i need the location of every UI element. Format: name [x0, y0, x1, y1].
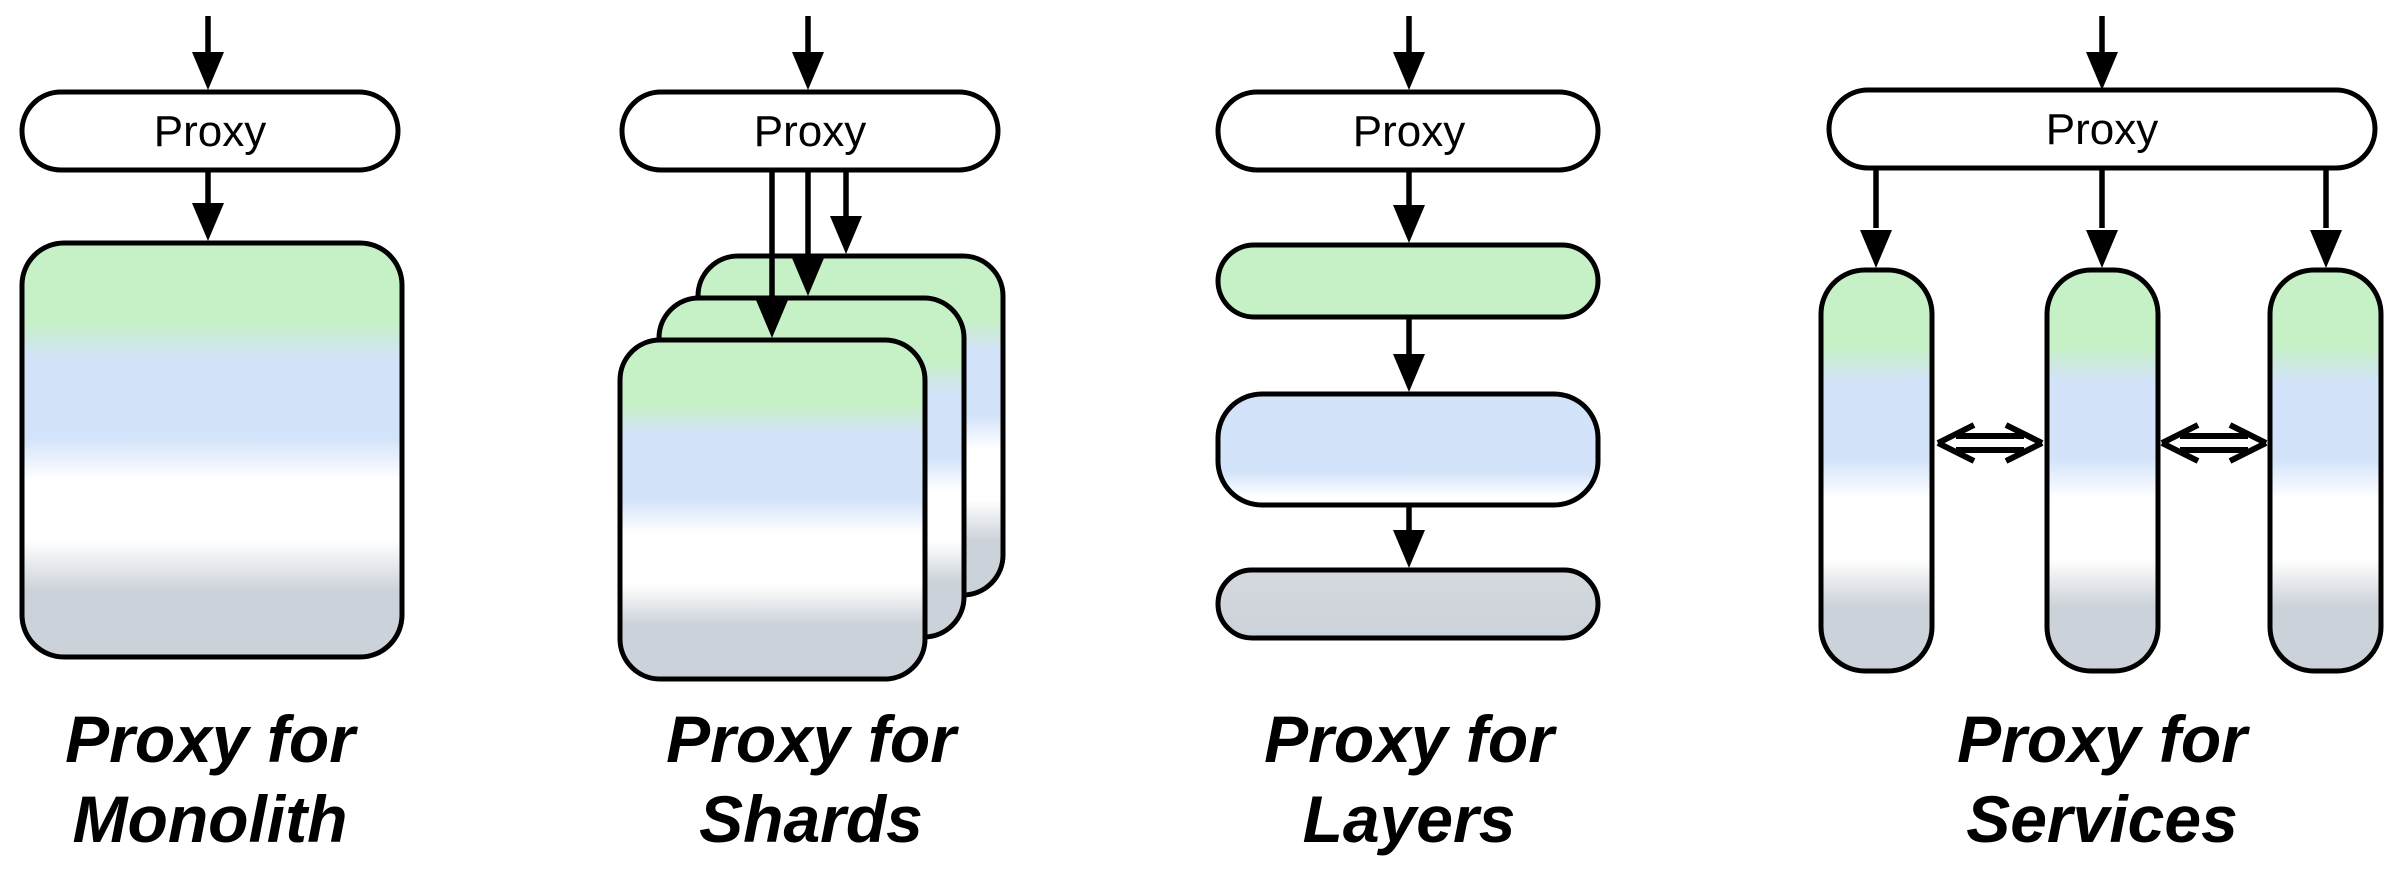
service-arrowhead-3-icon: [2310, 230, 2342, 268]
caption-line2: Layers: [1303, 782, 1516, 856]
shard-arrowhead-back-icon: [830, 216, 862, 254]
panel-layers: Proxy Proxy for Layers: [1215, 16, 1601, 856]
service-arrowhead-2-icon: [2086, 230, 2118, 268]
caption-line1: Proxy for: [1957, 702, 2250, 776]
layer-blue: [1215, 391, 1601, 508]
shard-arrowhead-front-icon: [756, 300, 788, 338]
caption-line2: Shards: [699, 782, 923, 856]
monolith-box: [19, 240, 405, 660]
caption-line1: Proxy for: [666, 702, 959, 776]
layer-arrowhead-3-icon: [1393, 530, 1425, 568]
layer-green: [1215, 242, 1601, 320]
sync-arrow-right-icon: [2160, 422, 2268, 464]
caption-line2: Monolith: [73, 782, 348, 856]
caption-line2: Services: [1966, 782, 2238, 856]
proxy-pill-label: Proxy: [154, 107, 266, 156]
proxy-pill-label: Proxy: [754, 107, 866, 156]
sync-arrow-left-icon: [1936, 422, 2044, 464]
layer-gray: [1215, 567, 1601, 641]
layer-arrowhead-2-icon: [1393, 354, 1425, 392]
entry-arrowhead-icon: [792, 52, 824, 90]
service-column-2: [2044, 267, 2161, 674]
layer-arrowhead-1-icon: [1393, 205, 1425, 243]
proxy-pill-label: Proxy: [2046, 105, 2158, 154]
service-arrowhead-1-icon: [1860, 230, 1892, 268]
shard-arrowhead-middle-icon: [792, 258, 824, 296]
shard-card-front: [617, 337, 928, 682]
proxy-pill-label: Proxy: [1353, 107, 1465, 156]
panel-monolith: Proxy Proxy for Monolith: [19, 16, 405, 856]
caption-line1: Proxy for: [65, 702, 358, 776]
panel-shards: Proxy Proxy for Shards: [617, 16, 1006, 856]
service-column-3: [2267, 267, 2384, 674]
caption-line1: Proxy for: [1264, 702, 1557, 776]
entry-arrowhead-icon: [2086, 52, 2118, 90]
service-column-1: [1818, 267, 1935, 674]
down-arrowhead-icon: [192, 203, 224, 241]
entry-arrowhead-icon: [1393, 52, 1425, 90]
entry-arrowhead-icon: [192, 52, 224, 90]
panel-services: Proxy Proxy for Services: [1818, 16, 2384, 856]
